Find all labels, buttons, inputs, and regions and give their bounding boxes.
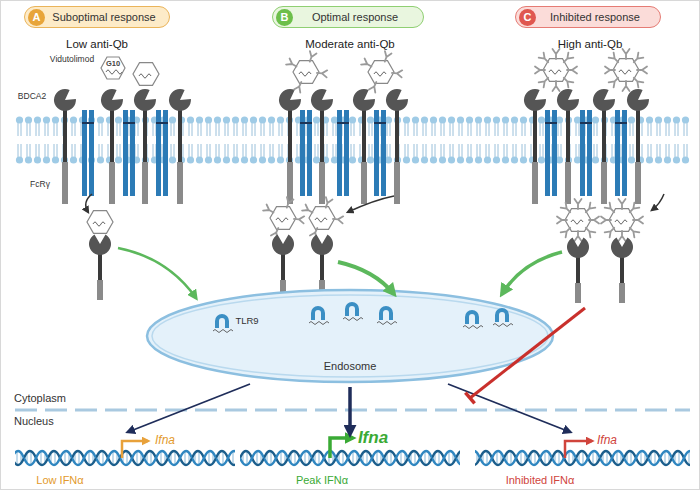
inhibition-line (470, 308, 585, 398)
coated-particle (601, 199, 643, 241)
fcr-gamma-chain (580, 110, 592, 196)
particle-label: G10 (100, 59, 126, 68)
output-label: Peak IFNα (296, 474, 348, 486)
transcription-arrow (565, 441, 592, 458)
bdca2-receptor (623, 86, 652, 204)
panel-title: Suboptimal response (45, 11, 163, 23)
receptor-label: FcRγ (30, 180, 50, 189)
coated-particle (263, 197, 304, 238)
bdca2-receptor (349, 86, 378, 204)
nuclear-envelope (15, 409, 690, 412)
tlr9-receptor (463, 312, 483, 329)
receptor-label: TLR9 (235, 316, 258, 326)
dna-helix (240, 448, 460, 468)
bdca2-receptor (520, 86, 549, 204)
bdca2-receptor (589, 86, 618, 204)
trafficking-arrow (118, 248, 196, 298)
fcr-gamma-chain (374, 110, 386, 196)
transcription-arrow (330, 438, 353, 458)
coated-particle (361, 51, 402, 92)
fcr-gamma-chain (123, 110, 135, 196)
transcription-arrow (122, 441, 148, 458)
gene-label: Ifna (597, 434, 617, 447)
bdca2-receptor (97, 86, 126, 204)
fcr-gamma-chain (82, 110, 94, 196)
bdca2-receptor (165, 86, 194, 204)
gene-label: Ifna (155, 434, 175, 447)
signal-arrow (128, 384, 250, 432)
bdca2-receptor (307, 86, 336, 204)
tlr9-receptor (377, 308, 397, 325)
bdca2-receptor (272, 235, 294, 301)
fcr-gamma-chain (615, 110, 627, 196)
tlr9-receptor (213, 316, 233, 333)
panel-header: ASuboptimal response (24, 6, 170, 28)
dose-label: Low anti-Qb (66, 38, 128, 51)
fcr-gamma-chain (156, 110, 168, 196)
hexagon-capsid (101, 57, 125, 79)
output-label: Low IFNα (36, 474, 83, 486)
cell-membrane (15, 116, 690, 164)
trafficking-arrow (502, 252, 562, 294)
receptor-label: BDCA2 (18, 92, 46, 101)
compartment-label: Nucleus (14, 415, 54, 427)
bdca2-receptor (275, 86, 304, 204)
drug-label: Vidutolimod (50, 55, 94, 64)
cpg-squiggle (106, 70, 122, 74)
coated-particle (535, 49, 577, 91)
inhibition-bar (465, 393, 474, 404)
fcr-gamma-chain (545, 110, 557, 196)
coated-particle (286, 51, 327, 92)
bdca2-receptor (382, 86, 411, 204)
vlp-hexagon: G10 (100, 56, 126, 80)
bdca2-receptor (89, 235, 111, 301)
trafficking-arrow (338, 262, 394, 294)
dose-label: Moderate anti-Qb (305, 38, 395, 51)
signal-arrow (348, 387, 352, 434)
signal-arrow (448, 384, 570, 432)
panel-header: CInhibited response (515, 6, 661, 28)
internalization-arrow (652, 194, 664, 210)
qb-particle (133, 63, 159, 86)
compartment-label: Cytoplasm (14, 392, 66, 404)
compartment-label: Endosome (145, 360, 555, 372)
coated-particle (605, 49, 647, 91)
panel-title: Inhibited response (536, 11, 654, 23)
gene-label: Ifna (358, 429, 388, 448)
output-label: Inhibited IFNα (506, 474, 575, 486)
dna-helix (475, 448, 690, 468)
endosome: Endosome (145, 288, 555, 384)
qb-particle (87, 211, 113, 234)
bdca2-receptor (611, 238, 633, 304)
dna-helix (15, 448, 235, 468)
internalization-arrow (86, 194, 92, 212)
fcr-gamma-chain (337, 110, 349, 196)
bdca2-receptor (567, 238, 589, 304)
tlr9-receptor (309, 308, 329, 325)
bdca2-receptor (130, 86, 159, 204)
coated-particle (302, 197, 343, 238)
panel-letter: B (276, 9, 293, 26)
dose-label: High anti-Qb (558, 38, 623, 51)
bdca2-receptor (553, 86, 582, 204)
panel-letter: C (519, 9, 536, 26)
tlr9-receptor (493, 310, 513, 327)
internalization-arrow (348, 196, 394, 212)
tlr9-receptor (343, 304, 363, 321)
fcr-gamma-chain (300, 110, 312, 196)
panel-letter: A (28, 9, 45, 26)
panel-title: Optimal response (293, 11, 417, 23)
panel-header: BOptimal response (272, 6, 424, 28)
bdca2-receptor (50, 86, 79, 204)
coated-particle (557, 199, 599, 241)
